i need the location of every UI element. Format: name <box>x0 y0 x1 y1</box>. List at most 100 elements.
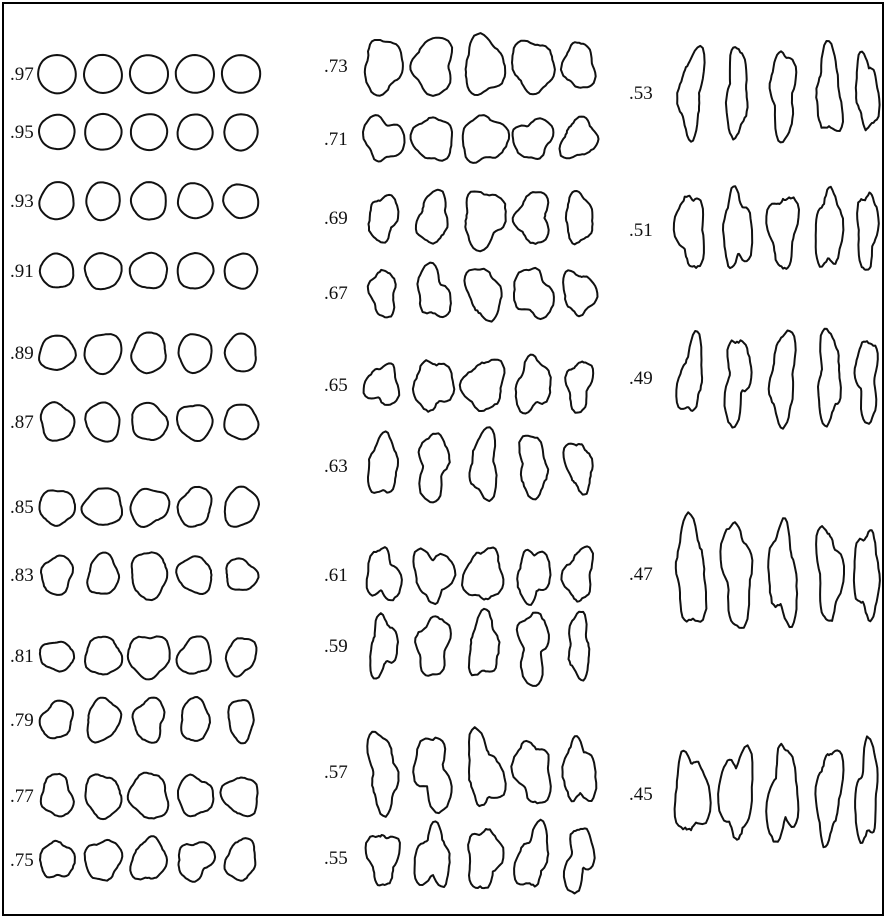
shape-row: .85 <box>10 487 259 527</box>
particle-outline <box>41 774 74 817</box>
particle-outline <box>718 745 752 839</box>
particle-outline <box>130 253 167 289</box>
particle-outline <box>469 609 500 675</box>
particle-outline <box>410 38 452 96</box>
particle-outline <box>566 191 593 244</box>
particle-outline <box>675 751 711 831</box>
shape-row: .69 <box>324 190 593 252</box>
particle-outline <box>367 732 398 817</box>
particle-outline <box>569 612 590 681</box>
particle-outline <box>85 403 119 442</box>
particle-outline <box>470 427 497 501</box>
row-value-label: .89 <box>10 343 34 364</box>
particle-outline <box>512 41 555 94</box>
particle-outline <box>415 821 450 887</box>
shape-row: .71 <box>324 115 599 163</box>
particle-outline <box>855 341 878 424</box>
particle-outline <box>816 41 843 131</box>
row-value-label: .87 <box>10 412 34 433</box>
particle-outline <box>133 698 165 743</box>
particle-outline <box>131 114 167 150</box>
row-value-label: .59 <box>324 636 348 657</box>
particle-outline <box>131 182 166 220</box>
row-value-label: .75 <box>10 850 34 871</box>
particle-outline <box>176 556 211 594</box>
particle-outline <box>517 613 549 686</box>
shape-row: .77 <box>10 773 258 819</box>
particle-outline <box>130 836 167 879</box>
particle-outline <box>177 637 211 674</box>
shape-row: .49 <box>629 329 878 429</box>
particle-outline <box>225 838 256 881</box>
particle-outline <box>178 253 214 289</box>
particle-outline <box>224 114 257 150</box>
row-value-label: .45 <box>629 784 653 805</box>
particle-outline <box>854 530 880 621</box>
particle-outline <box>364 363 400 405</box>
particle-outline <box>855 736 878 843</box>
particle-outline <box>220 778 257 817</box>
particle-outline <box>41 402 75 441</box>
particle-outline <box>128 636 170 679</box>
particle-outline <box>677 46 704 142</box>
row-value-label: .93 <box>10 191 34 212</box>
particle-outline <box>466 33 506 95</box>
particle-outline <box>563 270 597 316</box>
particle-outline <box>223 184 258 218</box>
particle-outline <box>674 196 704 268</box>
particle-outline <box>770 51 797 142</box>
particle-outline <box>513 118 554 159</box>
particle-outline <box>226 558 258 590</box>
row-value-label: .79 <box>10 710 34 731</box>
shape-row: .55 <box>324 820 595 894</box>
particle-outline <box>465 192 506 252</box>
shape-row: .47 <box>629 512 880 628</box>
particle-outline <box>179 842 216 882</box>
particle-outline <box>85 774 121 819</box>
particle-outline <box>816 526 844 621</box>
particle-outline <box>224 405 258 440</box>
particle-outline <box>416 190 448 244</box>
particle-outline <box>560 117 599 159</box>
row-value-label: .71 <box>324 129 348 150</box>
particle-outline <box>225 334 256 372</box>
particle-outline <box>725 340 752 427</box>
shape-row: .81 <box>10 636 256 679</box>
particle-outline <box>131 489 170 527</box>
particle-outline <box>179 334 212 373</box>
shape-row: .65 <box>324 355 593 414</box>
row-value-label: .47 <box>629 564 653 585</box>
particle-outline <box>417 263 451 318</box>
particle-outline <box>178 115 213 150</box>
particle-outline <box>366 835 400 885</box>
row-value-label: .67 <box>324 283 348 304</box>
particle-outline <box>368 431 398 493</box>
particle-outline <box>514 268 554 319</box>
particle-outline <box>85 253 122 289</box>
particle-outline <box>178 487 212 527</box>
particle-outline <box>85 840 123 881</box>
row-value-label: .49 <box>629 368 653 389</box>
particle-outline <box>468 829 503 888</box>
particle-outline <box>413 548 455 604</box>
particle-outline <box>816 187 844 267</box>
particle-outline <box>413 360 454 412</box>
particle-outline <box>128 773 169 819</box>
shape-row: .91 <box>10 253 257 290</box>
particle-outline <box>84 55 122 93</box>
particle-outline <box>460 360 505 411</box>
shape-row: .87 <box>10 402 259 442</box>
particle-outline <box>177 405 213 441</box>
particle-outline <box>365 40 403 96</box>
shape-row: .67 <box>324 263 598 322</box>
particle-outline <box>86 182 120 220</box>
particle-outline <box>368 270 396 318</box>
particle-outline <box>178 775 213 817</box>
particle-outline <box>370 613 398 678</box>
shape-row: .45 <box>629 736 878 847</box>
shape-row: .97 <box>10 55 260 94</box>
particle-outline <box>82 488 123 525</box>
particle-outline <box>181 697 210 741</box>
particle-outline <box>41 556 73 595</box>
